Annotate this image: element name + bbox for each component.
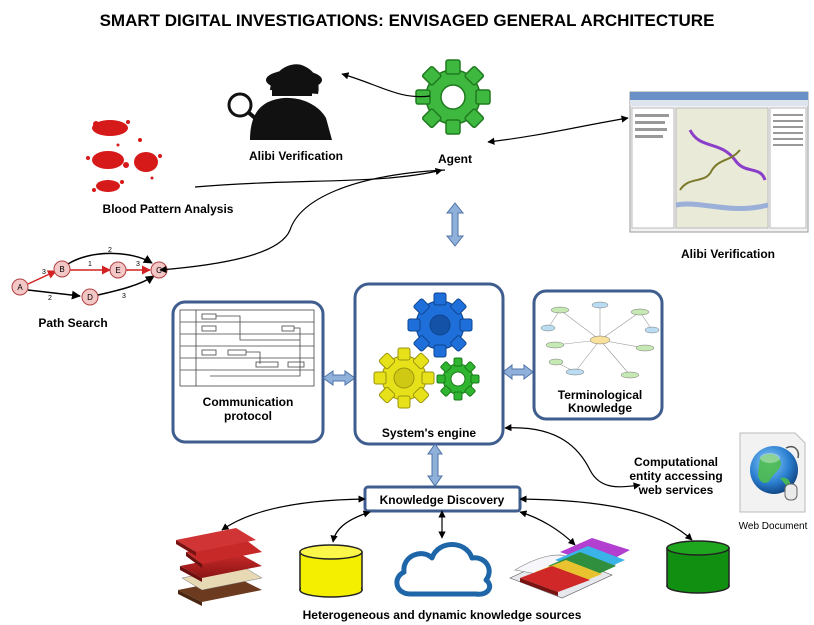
database-icon [299,544,363,598]
computational-entity-label-1: Computational [634,455,718,469]
ontology-icon [540,301,660,379]
agent-engine-connector [445,202,465,247]
edge-weight: 2 [48,295,52,302]
agent-label: Agent [438,152,472,166]
source-connectors [221,495,693,546]
knowledge-discovery-label: Knowledge Discovery [380,493,505,507]
alibi-verification-right-label: Alibi Verification [681,247,775,261]
graph-node: B [53,260,71,278]
terminological-knowledge-label-2: Knowledge [568,401,632,415]
svg-text:E: E [115,266,120,275]
graph-icon: A B E C D 3 1 3 2 2 3 [11,247,168,306]
agent-connectors [159,72,629,274]
books-icon [176,528,263,606]
edge-weight: 3 [136,261,140,268]
graph-node: D [81,288,99,306]
database-icon [666,540,730,594]
communication-protocol-box: Communication protocol [171,300,325,444]
detective-icon [218,55,342,145]
graph-node: E [109,261,127,279]
engine-kd-connector [427,443,443,487]
web-document-label: Web Document [739,521,808,532]
computational-entity-label-3: web services [638,483,714,497]
edge-weight: 3 [122,293,126,300]
systems-engine-box: System's engine [353,282,505,446]
page-title: SMART DIGITAL INVESTIGATIONS: ENVISAGED … [100,11,715,30]
open-books-icon [509,538,630,599]
svg-text:B: B [59,265,64,274]
edge-weight: 2 [108,247,112,254]
terminological-knowledge-box: Terminological Knowledge [532,289,664,421]
knowledge-sources-label: Heterogeneous and dynamic knowledge sour… [303,608,582,622]
computational-entity-label-2: entity accessing [629,469,722,483]
gears-icon [373,292,480,409]
edge-weight: 3 [42,269,46,276]
gear-icon [415,59,491,135]
blood-splatter-icon [86,120,162,192]
svg-text:C: C [156,266,162,275]
alibi-verification-left-label: Alibi Verification [249,149,343,163]
knowledge-discovery-box: Knowledge Discovery [363,485,522,513]
path-search-label: Path Search [38,316,107,330]
blood-pattern-analysis-label: Blood Pattern Analysis [103,202,234,216]
communication-protocol-label-1: Communication [203,395,294,409]
terminological-knowledge-label-1: Terminological [558,388,642,402]
map-screenshot-icon [629,91,809,233]
cloud-icon [394,542,493,597]
comm-engine-connector [322,370,356,386]
graph-node: A [11,278,29,296]
edge-weight: 1 [88,261,92,268]
globe-icon [739,432,806,513]
svg-text:D: D [87,293,93,302]
engine-web-connector [504,424,641,490]
communication-protocol-label-2: protocol [224,409,272,423]
flowchart-icon [179,309,315,387]
svg-text:A: A [17,283,23,292]
engine-terminology-connector [502,363,534,381]
systems-engine-label: System's engine [382,426,477,440]
